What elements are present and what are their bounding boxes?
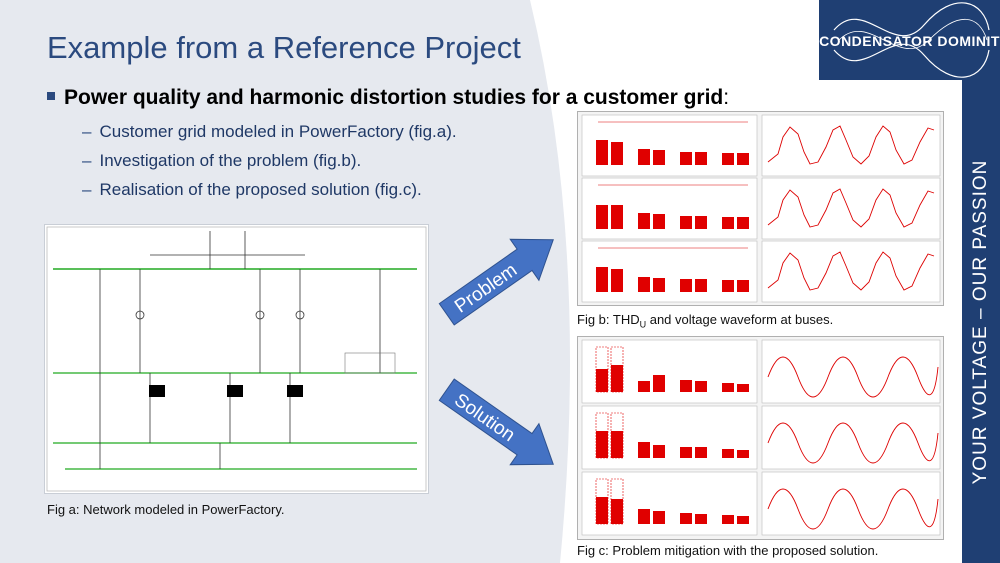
side-band: YOUR VOLTAGE – OUR PASSION [962, 80, 1000, 563]
sub-bullet-text: Realisation of the proposed solution (fi… [99, 180, 422, 199]
main-bullet-text: Power quality and harmonic distortion st… [64, 86, 724, 109]
sub-bullet-text: Customer grid modeled in PowerFactory (f… [99, 122, 457, 141]
network-diagram [46, 226, 427, 492]
thd-waveform-figure-solution [577, 336, 944, 540]
figure-b-caption-prefix: Fig b: THD [577, 312, 640, 327]
main-bullet-suffix: : [723, 86, 730, 109]
figure-b-caption-subscript: U [639, 319, 647, 330]
bullet-square-icon [47, 92, 55, 100]
figure-b-caption-suffix: and voltage waveform at buses. [646, 312, 834, 327]
logo-text: CONDENSATOR DOMINIT [819, 33, 1000, 49]
tagline: YOUR VOLTAGE – OUR PASSION [970, 159, 991, 484]
dash-icon: – [82, 151, 92, 170]
page-title: Example from a Reference Project [47, 30, 521, 65]
thd-waveform-plot [578, 112, 943, 305]
network-diagram-figure [44, 224, 429, 494]
problem-arrow: Problem [438, 238, 554, 326]
wave-logo-icon [833, 2, 990, 78]
figure-a-caption: Fig a: Network modeled in PowerFactory. [47, 502, 285, 517]
solution-arrow: Solution [438, 378, 554, 466]
figure-b-caption: Fig b: THDU and voltage waveform at buse… [577, 312, 833, 330]
thd-waveform-plot [578, 337, 943, 539]
sub-bullet: –Investigation of the problem (fig.b). [82, 151, 361, 171]
company-logo: CONDENSATOR DOMINIT [819, 0, 1000, 80]
dash-icon: – [82, 122, 92, 141]
thd-waveform-figure-problem [577, 111, 944, 306]
sub-bullet-text: Investigation of the problem (fig.b). [99, 151, 362, 170]
sub-bullet: –Customer grid modeled in PowerFactory (… [82, 122, 457, 142]
figure-c-caption: Fig c: Problem mitigation with the propo… [577, 543, 879, 558]
dash-icon: – [82, 180, 92, 199]
sub-bullet: –Realisation of the proposed solution (f… [82, 180, 422, 200]
main-bullet: Power quality and harmonic distortion st… [47, 86, 729, 110]
